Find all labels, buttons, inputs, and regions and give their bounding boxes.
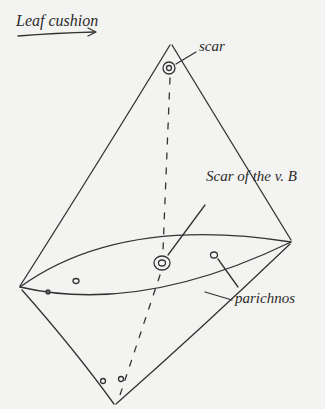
cushion-outline [172,45,291,240]
cushion-outline [116,244,290,404]
cushion-axis [120,275,160,395]
cushion-axis [163,78,170,250]
leader-line [218,259,238,287]
leader-line [205,292,232,300]
cushion-band [20,242,291,295]
leaf-scar [167,66,172,71]
leader-line [168,205,205,255]
leader-line [176,52,196,64]
leaf-scar [163,62,175,74]
part-label: parichnos [235,290,320,307]
diagram-title: Leaf cushion [16,12,98,30]
parichnos-dot [119,377,124,382]
vascular-bundle-scar [154,256,170,270]
part-label: Scar of the v. B [206,168,301,185]
parichnos-dot [73,279,79,284]
part-label: scar [199,38,289,55]
cushion-band [20,235,291,287]
parichnos-dot [46,290,50,294]
title-underline [18,32,95,36]
parichnos-dot [211,252,218,258]
parichnos-dot [101,379,106,384]
cushion-outline [22,290,114,404]
title-underline-tick [88,28,96,36]
vascular-bundle-scar [159,260,166,266]
